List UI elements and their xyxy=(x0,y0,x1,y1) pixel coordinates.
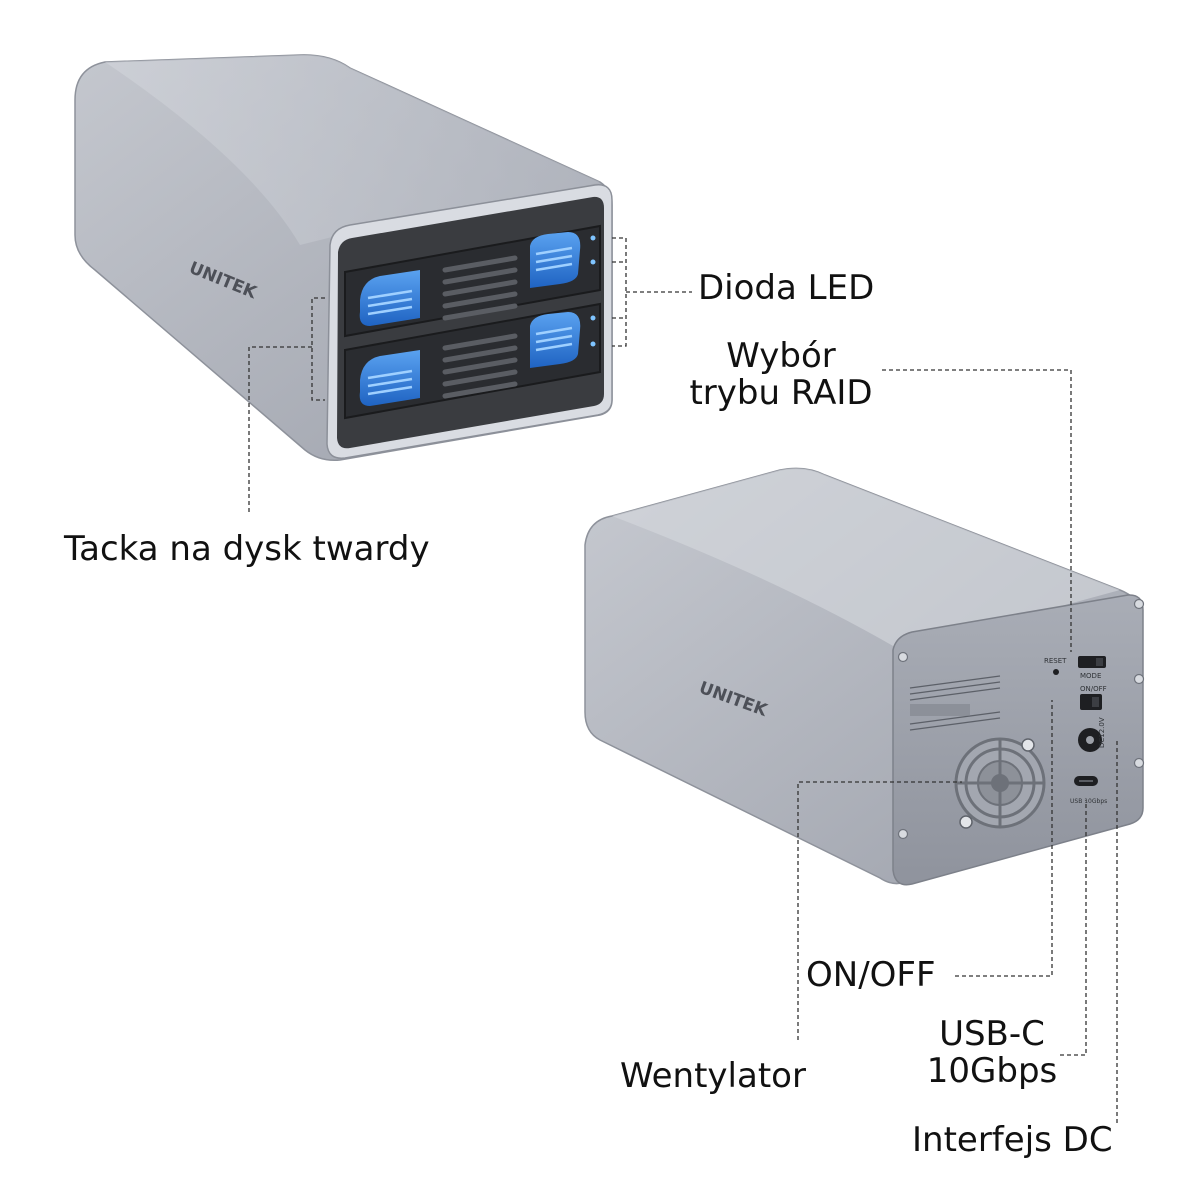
back-label-usb: USB 10Gbps xyxy=(1070,798,1107,805)
callout-usb-c-line1: USB-C xyxy=(939,1014,1045,1054)
callout-tray: Tacka na dysk twardy xyxy=(64,529,430,569)
regulatory-marks xyxy=(909,675,1001,731)
enclosure-back-view: MODE RESET ON/OFF DC12.0V USB 10Gbps UNI… xyxy=(584,467,1145,886)
callout-raid: Wybór trybu RAID xyxy=(686,338,876,412)
callout-raid-line2: trybu RAID xyxy=(689,373,873,413)
back-label-dc: DC12.0V xyxy=(1098,717,1106,748)
callout-usb-c: USB-C 10Gbps xyxy=(922,1016,1062,1090)
back-label-onoff: ON/OFF xyxy=(1080,685,1107,693)
dc-power-jack[interactable] xyxy=(1078,728,1102,752)
enclosure-front-view: UNITEK xyxy=(74,54,613,462)
back-label-reset: RESET xyxy=(1044,657,1067,665)
callout-dc: Interfejs DC xyxy=(912,1120,1113,1160)
leader-lines xyxy=(248,237,1118,1123)
led-indicators xyxy=(590,235,596,347)
callout-fan: Wentylator xyxy=(620,1056,806,1096)
drive-tray-upper[interactable] xyxy=(344,224,601,338)
back-label-mode: MODE xyxy=(1080,672,1101,680)
raid-mode-switch[interactable] xyxy=(1078,656,1106,668)
callout-raid-line1: Wybór xyxy=(726,336,836,376)
callout-onoff: ON/OFF xyxy=(806,955,936,995)
usb-c-port[interactable] xyxy=(1074,776,1098,786)
reset-button[interactable] xyxy=(1053,669,1059,675)
drive-tray-lower[interactable] xyxy=(344,302,601,420)
callout-led: Dioda LED xyxy=(698,268,875,308)
fan-vent xyxy=(954,737,1046,829)
callout-usb-c-line2: 10Gbps xyxy=(926,1051,1058,1091)
power-switch[interactable] xyxy=(1080,694,1102,710)
